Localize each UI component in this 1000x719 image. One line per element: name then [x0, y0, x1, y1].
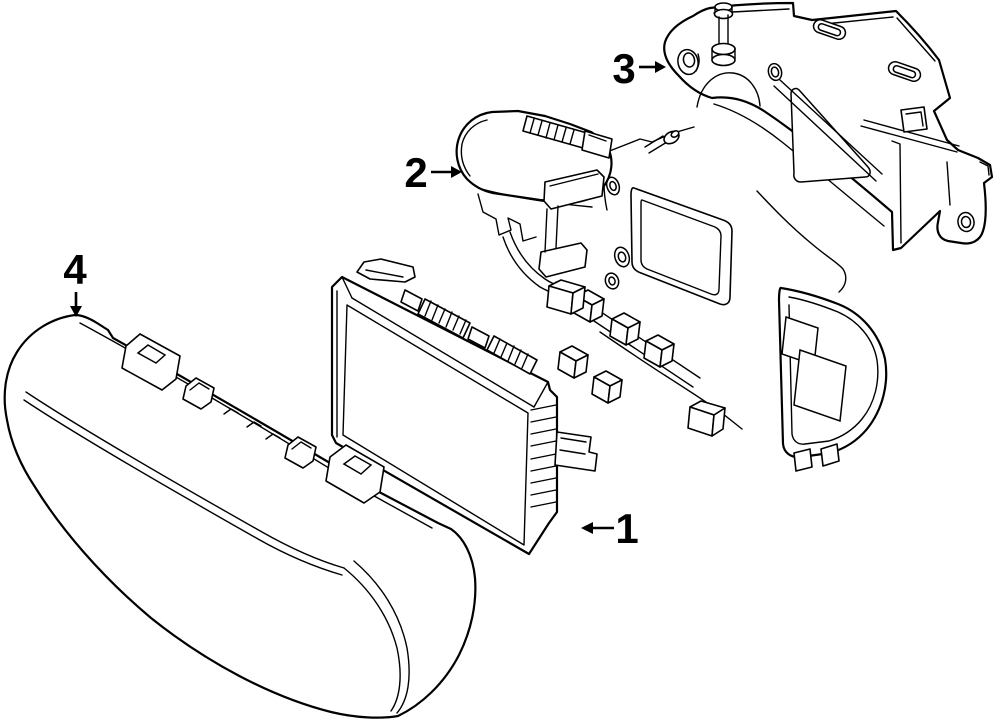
bracket-ear-grommet — [677, 48, 700, 76]
part-2-sensor — [455, 109, 613, 315]
part-4-cover — [3, 313, 477, 719]
sensor-feet — [477, 169, 605, 315]
bracket-round-hole — [767, 62, 783, 82]
callout-2-number: 2 — [404, 149, 427, 196]
callout-3-number: 3 — [612, 45, 635, 92]
callouts: 1 2 3 4 — [63, 45, 666, 552]
callout-4-number: 4 — [63, 246, 87, 293]
carrier-stud-bolt — [644, 130, 680, 154]
carrier-plate — [548, 126, 888, 472]
part-3-mounting-bracket — [663, 1, 994, 252]
callout-2-arrow-head — [451, 166, 462, 178]
carrier-clip-tab — [687, 400, 726, 437]
callout-1-arrow-head — [581, 522, 593, 534]
bracket-slot-holes — [812, 18, 922, 83]
bracket-stud-bolt — [711, 2, 736, 67]
bracket-triangular-cutout — [773, 79, 883, 183]
bracket-lower-edge-inner — [713, 103, 885, 227]
callout-3: 3 — [612, 45, 666, 92]
callout-4: 4 — [63, 246, 87, 317]
cover-clips — [121, 333, 385, 504]
callout-4-arrow-head — [70, 306, 82, 317]
part-1-module — [330, 258, 598, 556]
carrier-rail — [548, 281, 743, 430]
bracket-square-tab — [900, 106, 928, 133]
callout-2: 2 — [404, 149, 462, 196]
bracket-foot-hole — [957, 211, 975, 233]
module-connector-ribs — [530, 404, 598, 508]
module-vents — [400, 289, 538, 375]
module-tab — [356, 258, 416, 283]
carrier-opening — [630, 187, 733, 306]
carrier-shield-end — [777, 286, 888, 472]
callout-1: 1 — [581, 505, 639, 552]
sensor-connector — [581, 130, 613, 159]
carrier-grommets — [604, 176, 631, 290]
bracket-dome — [696, 72, 761, 108]
callout-1-number: 1 — [615, 505, 638, 552]
callout-3-arrow-head — [655, 61, 666, 73]
